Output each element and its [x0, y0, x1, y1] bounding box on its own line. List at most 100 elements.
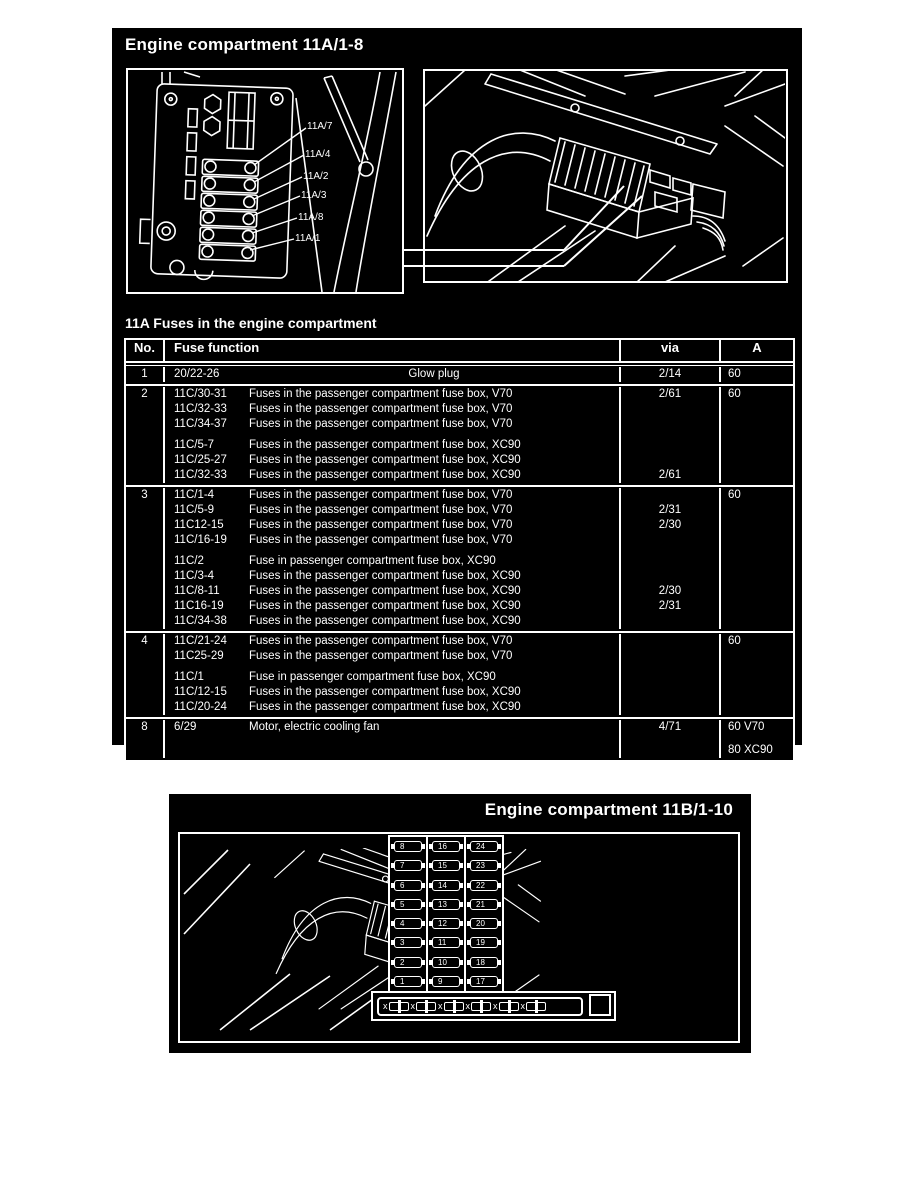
fuse-description: Fuses in the passenger compartment fuse … — [249, 504, 513, 516]
cell-via — [621, 735, 721, 743]
cell-no — [126, 432, 165, 438]
fuse-number: 8 — [391, 841, 425, 852]
fuse-number: 19 — [467, 937, 501, 949]
cell-via: 2/61 — [621, 387, 721, 402]
cell-via — [621, 670, 721, 685]
fuse-code: 11C/5-7 — [174, 439, 215, 451]
fuse-number: 10 — [429, 956, 463, 968]
maxi-fuse-bar — [416, 999, 436, 1013]
cell-via: 2/14 — [621, 367, 721, 382]
cell-via — [621, 417, 721, 432]
col-header-amp: A — [752, 340, 762, 355]
cell-amp — [721, 685, 793, 700]
fuse-code: 11C/30-31 — [174, 388, 227, 400]
fuse-description: Fuses in the passenger compartment fuse … — [249, 570, 521, 582]
fuse-line — [126, 735, 793, 743]
fuse-description: Fuses in the passenger compartment fuse … — [249, 439, 521, 451]
x-mark: x — [438, 1000, 443, 1011]
cell-no — [126, 569, 165, 584]
cell-no — [126, 664, 165, 670]
fuse-code: 11C/5-9 — [174, 504, 215, 516]
cell-amp: 60 — [728, 635, 741, 647]
callout-label: 11A/1 — [295, 233, 321, 244]
fuse-line: 11C/2 Fuse in passenger compartment fuse … — [126, 554, 793, 569]
fuse-code: 11C/25-27 — [174, 454, 227, 466]
callout-label: 11A/4 — [305, 149, 331, 160]
x-mark: x — [410, 1000, 416, 1011]
section-11b-title: Engine compartment 11B/1-10 — [484, 800, 733, 819]
cell-via — [621, 432, 721, 438]
fuse-code: 11C/32-33 — [174, 403, 227, 415]
cell-no — [126, 518, 165, 533]
fuse-code: 11C/16-19 — [174, 534, 227, 546]
cell-function — [165, 735, 621, 743]
cell-via — [621, 685, 721, 700]
fuse-code: 11C/20-24 — [174, 701, 227, 713]
cell-amp: 60 — [728, 368, 741, 380]
fuse-number: 23 — [467, 860, 501, 872]
fuse-description: Fuses in the passenger compartment fuse … — [249, 489, 513, 501]
cell-via — [621, 453, 721, 468]
cell-amp: 60 V70 — [728, 721, 765, 733]
cell-amp: 60 — [728, 388, 741, 400]
maxi-fuse-bar — [526, 999, 546, 1013]
fuse-number: 14 — [429, 879, 463, 891]
col-header-no: No. — [126, 340, 165, 361]
x-mark: x — [520, 1000, 526, 1011]
cell-no — [126, 402, 165, 417]
fuse-description: Glow plug — [408, 368, 460, 380]
cell-no — [126, 417, 165, 432]
cell-no — [126, 670, 165, 685]
fuse-code: 20/22-26 — [174, 368, 220, 380]
cell-no — [126, 548, 165, 554]
fuse-code: 6/29 — [174, 721, 197, 733]
cell-amp — [721, 518, 793, 533]
fuse-code: 11C/2 — [174, 555, 204, 567]
cell-function — [165, 743, 621, 758]
maxi-fuse: x — [410, 999, 436, 1013]
maxi-fuse-bar — [471, 999, 491, 1013]
cell-via: 2/31 — [621, 599, 721, 614]
fuse-code — [165, 743, 249, 758]
cell-no — [126, 503, 165, 518]
fuse-number: 5 — [391, 898, 425, 910]
cell-via: 2/30 — [621, 584, 721, 599]
fuse-line: 11C/5-9 Fuses in the passenger compartmen… — [126, 503, 793, 518]
cell-no — [126, 743, 165, 758]
cell-no — [126, 599, 165, 614]
fuse-description: Fuse in passenger compartment fuse box, … — [249, 555, 496, 567]
fuse-description: Fuses in the passenger compartment fuse … — [249, 469, 521, 481]
fuse-number: 9 — [429, 975, 463, 987]
fuse-row-shapes — [198, 158, 260, 262]
fuse-description: Fuses in the passenger compartment fuse … — [249, 686, 521, 698]
cell-amp — [721, 402, 793, 417]
cell-amp — [721, 533, 793, 548]
section-11a: Engine compartment 11A/1-8 — [112, 28, 802, 762]
relay-square — [589, 994, 611, 1016]
fuse-number: 12 — [429, 918, 463, 930]
cell-no — [126, 735, 165, 743]
cell-via — [621, 548, 721, 554]
